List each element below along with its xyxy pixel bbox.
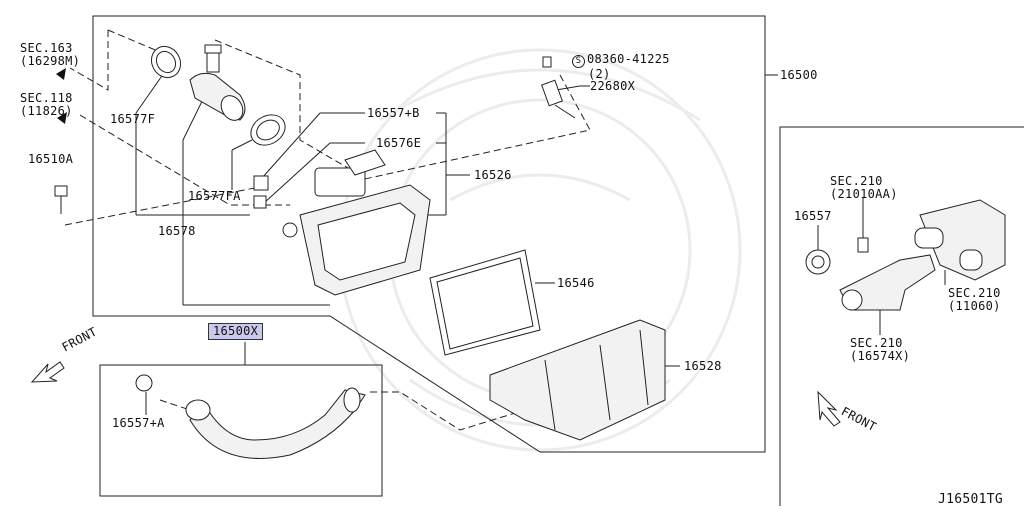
screw-line2: (2): [588, 67, 611, 81]
part-16557a-label: 16557+A: [112, 416, 165, 430]
sec210-21010aa-label: SEC.210 (21010AA): [830, 175, 898, 201]
maf-sensor-duct-shape: [189, 44, 246, 121]
part-16526-label: 16526: [474, 168, 512, 182]
part-16577fa-label: 16577FA: [188, 189, 241, 203]
air-cleaner-upper-case-shape: [299, 149, 431, 296]
air-cleaner-lower-case-shape: [489, 319, 666, 441]
sec118-line2: (11826): [20, 104, 73, 118]
part-16576e-label: 16576E: [376, 136, 422, 150]
part-16528-label: 16528: [684, 359, 722, 373]
dashed-guides: [64, 29, 591, 431]
clamp-16577fa-shape: [250, 114, 286, 146]
sec210-b-line2: (11060): [948, 299, 1001, 313]
clamp-16577f-shape: [150, 45, 182, 79]
sec210-a-line2: (21010AA): [830, 187, 898, 201]
part-22680x-label: 22680X: [590, 79, 636, 93]
sec163-line2: (16298M): [20, 54, 81, 68]
part-16546-label: 16546: [557, 276, 595, 290]
sec210-16574x-label: SEC.210 (16574X): [850, 337, 910, 363]
part-16577f-label: 16577F: [110, 112, 156, 126]
grommet-shapes: [253, 175, 298, 238]
main-assembly-outline: [92, 15, 766, 453]
front-arrow-right-icon: [817, 390, 841, 427]
filter-element-16546-shape: [429, 249, 541, 356]
intake-hose-16500x-shape: [135, 374, 366, 459]
sec118-label: SEC.118 (11826): [20, 92, 73, 118]
hose-inset-frame: [99, 364, 383, 497]
front-arrow-left-icon: [30, 361, 65, 383]
sec210-a-line1: SEC.210: [830, 174, 883, 188]
right-panel-frame: [779, 126, 1024, 506]
sec163-line1: SEC.163: [20, 41, 73, 55]
sensor-22680x-shape: [541, 56, 576, 119]
bolt-16510a-shape: [54, 185, 68, 214]
part-16510a-label: 16510A: [28, 152, 74, 166]
sec163-label: SEC.163 (16298M): [20, 42, 80, 68]
sec210-c-line2: (16574X): [850, 349, 911, 363]
screw-symbol-icon: S: [572, 55, 585, 68]
sec210-b-line1: SEC.210: [948, 286, 1001, 300]
right-panel-parts-shape: [805, 199, 1006, 311]
sec210-c-line1: SEC.210: [850, 336, 903, 350]
figure-id: J16501TG: [938, 492, 1004, 507]
part-16578-label: 16578: [158, 224, 196, 238]
part-16557b-label: 16557+B: [367, 106, 420, 120]
part-16500-label: 16500: [780, 68, 818, 82]
sec118-line1: SEC.118: [20, 91, 73, 105]
screw-line1: 08360-41225: [587, 52, 670, 66]
sec-arrow-icons: [56, 68, 67, 124]
sec210-11060-label: SEC.210 (11060): [948, 287, 1001, 313]
part-16500x-label: 16500X: [208, 323, 264, 340]
leader-lines: [135, 69, 946, 415]
part-16557-label: 16557: [794, 209, 832, 223]
